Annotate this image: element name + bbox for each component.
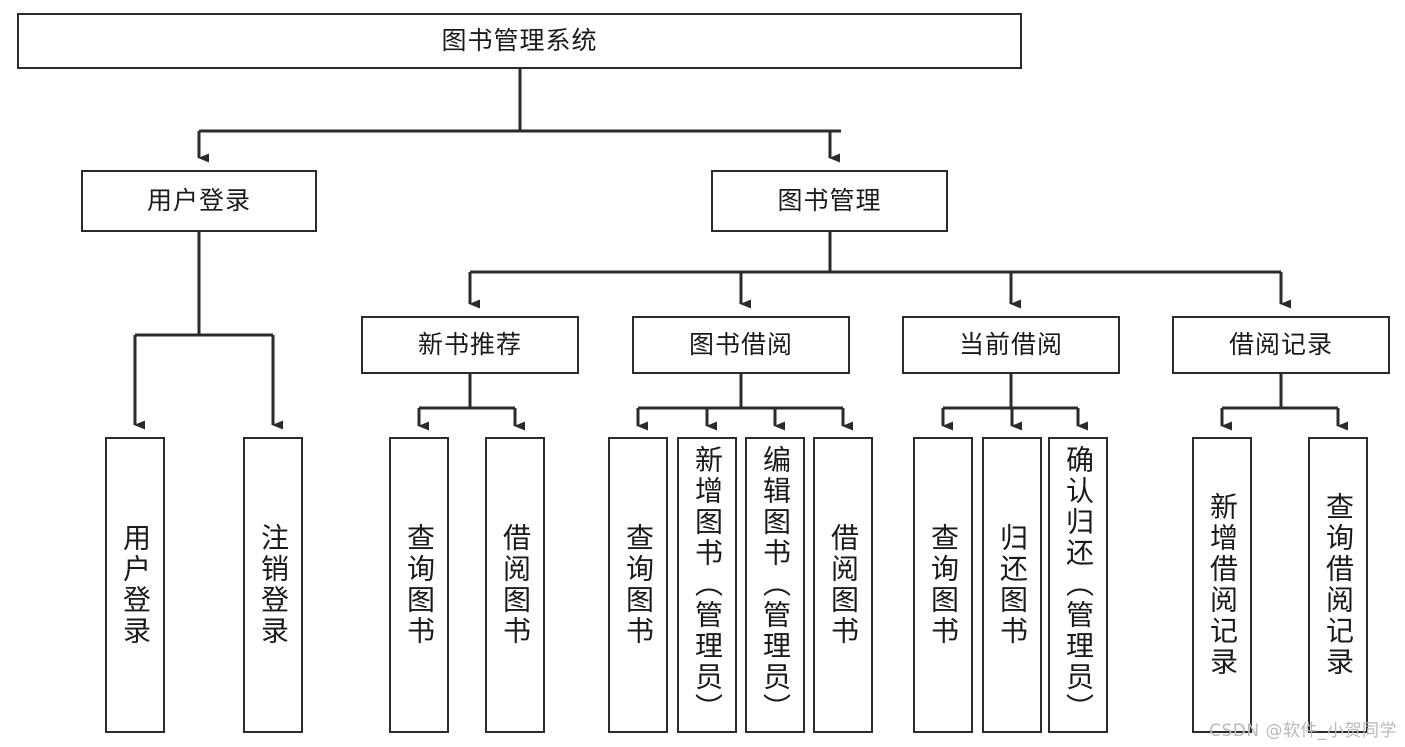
node-current-borrow-label: 当前借阅 (958, 330, 1063, 359)
node-new-book-recommend[interactable]: 新书推荐 (361, 316, 579, 374)
node-leaf-query-book-recommend[interactable]: 查询图书 (389, 437, 449, 733)
node-book-management[interactable]: 图书管理 (711, 170, 948, 232)
node-leaf-user-login-label: 用户登录 (119, 523, 152, 647)
node-new-book-recommend-label: 新书推荐 (417, 330, 522, 359)
node-leaf-confirm-return-admin[interactable]: 确认归还（管理员） (1048, 437, 1108, 733)
node-leaf-query-book-borrow[interactable]: 查询图书 (608, 437, 668, 733)
node-leaf-query-borrow-record[interactable]: 查询借阅记录 (1308, 437, 1368, 733)
node-leaf-edit-book-admin-label: 编辑图书（管理员） (759, 445, 792, 724)
node-leaf-borrow-book-recommend[interactable]: 借阅图书 (485, 437, 545, 733)
node-user-login-label: 用户登录 (146, 186, 251, 215)
node-book-borrow[interactable]: 图书借阅 (632, 316, 850, 374)
node-leaf-borrow-book-recommend-label: 借阅图书 (499, 523, 532, 647)
node-leaf-add-borrow-record-label: 新增借阅记录 (1206, 492, 1239, 678)
node-leaf-return-book[interactable]: 归还图书 (982, 437, 1042, 733)
node-leaf-logout[interactable]: 注销登录 (243, 437, 303, 733)
node-leaf-edit-book-admin[interactable]: 编辑图书（管理员） (745, 437, 805, 733)
node-leaf-query-borrow-record-label: 查询借阅记录 (1322, 492, 1355, 678)
node-book-management-label: 图书管理 (777, 186, 882, 215)
node-leaf-confirm-return-admin-label: 确认归还（管理员） (1062, 445, 1095, 724)
node-leaf-add-borrow-record[interactable]: 新增借阅记录 (1192, 437, 1252, 733)
node-leaf-borrow-book[interactable]: 借阅图书 (813, 437, 873, 733)
node-user-login[interactable]: 用户登录 (81, 170, 317, 232)
node-leaf-user-login[interactable]: 用户登录 (105, 437, 165, 733)
node-leaf-query-book-current[interactable]: 查询图书 (913, 437, 973, 733)
node-leaf-add-book-admin-label: 新增图书（管理员） (691, 445, 724, 724)
node-book-borrow-label: 图书借阅 (688, 330, 793, 359)
node-root-label: 图书管理系统 (441, 26, 598, 55)
node-leaf-borrow-book-label: 借阅图书 (827, 523, 860, 647)
node-leaf-query-book-borrow-label: 查询图书 (622, 523, 655, 647)
node-borrow-record-label: 借阅记录 (1228, 330, 1333, 359)
node-leaf-logout-label: 注销登录 (257, 523, 290, 647)
node-leaf-return-book-label: 归还图书 (996, 523, 1029, 647)
node-leaf-add-book-admin[interactable]: 新增图书（管理员） (677, 437, 737, 733)
node-current-borrow[interactable]: 当前借阅 (902, 316, 1120, 374)
node-borrow-record[interactable]: 借阅记录 (1172, 316, 1390, 374)
node-leaf-query-book-recommend-label: 查询图书 (403, 523, 436, 647)
node-leaf-query-book-current-label: 查询图书 (927, 523, 960, 647)
node-root[interactable]: 图书管理系统 (17, 13, 1022, 69)
